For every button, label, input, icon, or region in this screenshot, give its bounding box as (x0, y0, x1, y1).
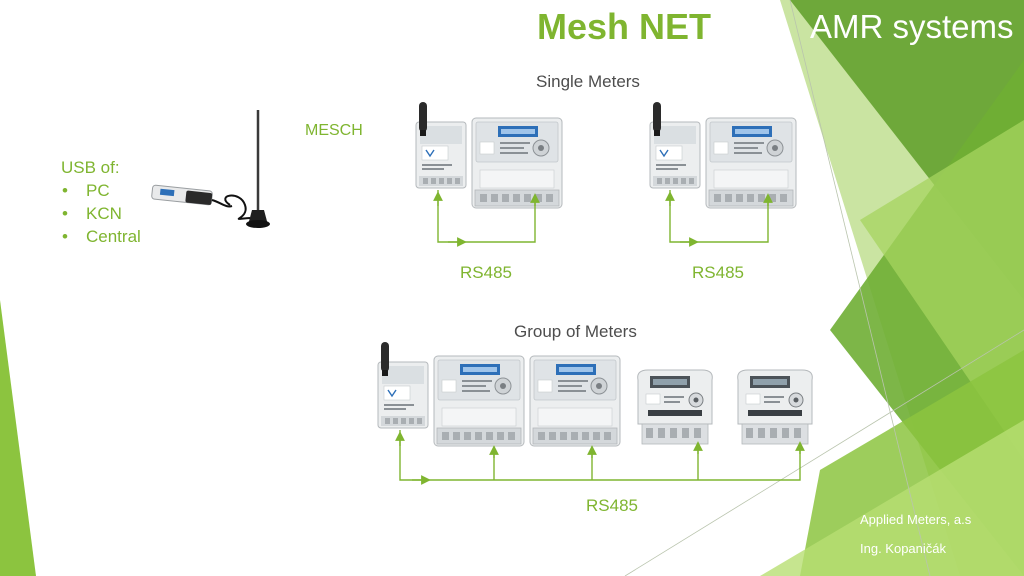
mesch-module-icon (377, 341, 429, 429)
electricity-meter-icon (705, 117, 797, 209)
mesch-module-icon (649, 101, 701, 189)
usb-item-pc: PC (61, 179, 141, 202)
footer-company: Applied Meters, a.s (860, 512, 972, 527)
mesch-label: MESCH (305, 122, 363, 139)
rs485-label-single-1: RS485 (460, 263, 512, 282)
rs485-connector-1 (433, 190, 540, 247)
usb-list: USB of: PC KCN Central (61, 156, 141, 248)
usb-item-central: Central (61, 225, 141, 248)
electricity-meter-icon (433, 355, 525, 447)
electricity-meter-icon (471, 117, 563, 209)
rs485-label-single-2: RS485 (692, 263, 744, 282)
slide-title: Mesh NET (537, 6, 712, 47)
mesch-module-icon (415, 101, 467, 189)
brand-title: AMR systems (810, 8, 1014, 45)
single-meters-heading: Single Meters (536, 72, 640, 91)
rs485-label-group: RS485 (586, 496, 638, 515)
rs485-connector-2 (665, 190, 773, 247)
single-phase-meter-icon (737, 369, 813, 445)
group-meters-heading: Group of Meters (514, 322, 637, 341)
footer-author: Ing. Kopaničák (860, 541, 947, 556)
usb-item-kcn: KCN (61, 202, 141, 225)
usb-items: PC KCN Central (61, 179, 141, 248)
rs485-bus-group (395, 430, 805, 485)
electricity-meter-icon (529, 355, 621, 447)
usb-antenna-icon (151, 110, 270, 228)
single-phase-meter-icon (637, 369, 713, 445)
usb-heading: USB of: (61, 158, 120, 177)
